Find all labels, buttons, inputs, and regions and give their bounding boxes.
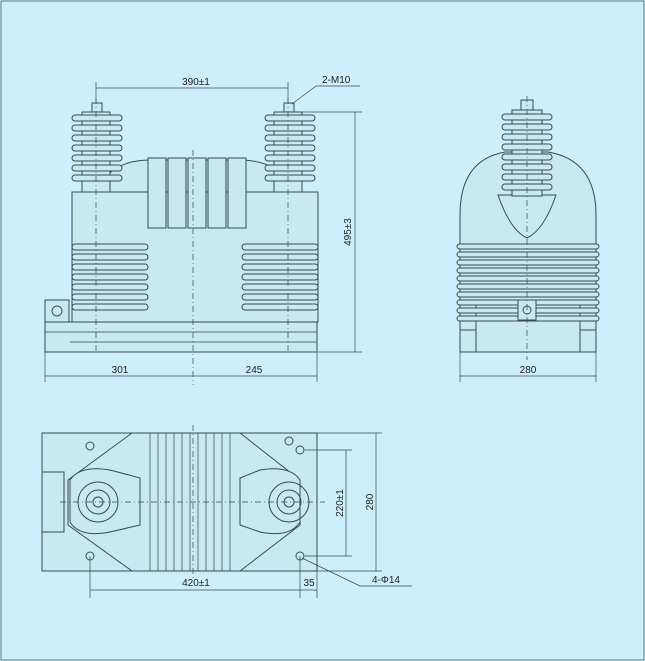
dim-hole-offset: 35 (303, 578, 315, 589)
dim-side-width: 280 (520, 365, 537, 376)
dim-right-width: 245 (246, 365, 263, 376)
leader-bolt (291, 85, 317, 105)
front-base-plate (44, 321, 318, 353)
bolt-spec-label: 2-M10 (322, 75, 351, 86)
dim-height: 495±3 (343, 218, 354, 246)
dim-top-spacing: 390±1 (182, 77, 210, 88)
right-lower-sheds (241, 243, 319, 311)
right-upper-insulator (264, 102, 316, 193)
front-mount-hole (51, 305, 63, 317)
hole-spec-label: 4-Φ14 (372, 575, 400, 586)
top-left-bracket (69, 468, 141, 535)
dim-hole-spacing-y: 220±1 (335, 489, 346, 517)
left-lower-sheds (71, 243, 149, 311)
top-view: 420±1 35 220±1 280 4-Φ14 (41, 425, 412, 598)
leader-hole (301, 557, 361, 587)
top-core-outline (67, 432, 301, 572)
dim-hole-spacing-x: 420±1 (182, 578, 210, 589)
side-view: 280 (456, 96, 600, 382)
dim-left-width: 301 (112, 365, 129, 376)
front-middle-fins (147, 157, 247, 229)
top-mount-holes (85, 436, 305, 561)
front-view: 390±1 2-M10 495±3 301 245 (44, 75, 362, 385)
front-mount-foot (44, 299, 70, 323)
left-upper-insulator (71, 102, 123, 193)
dim-base-depth: 280 (365, 493, 376, 510)
top-right-bracket (239, 468, 301, 535)
